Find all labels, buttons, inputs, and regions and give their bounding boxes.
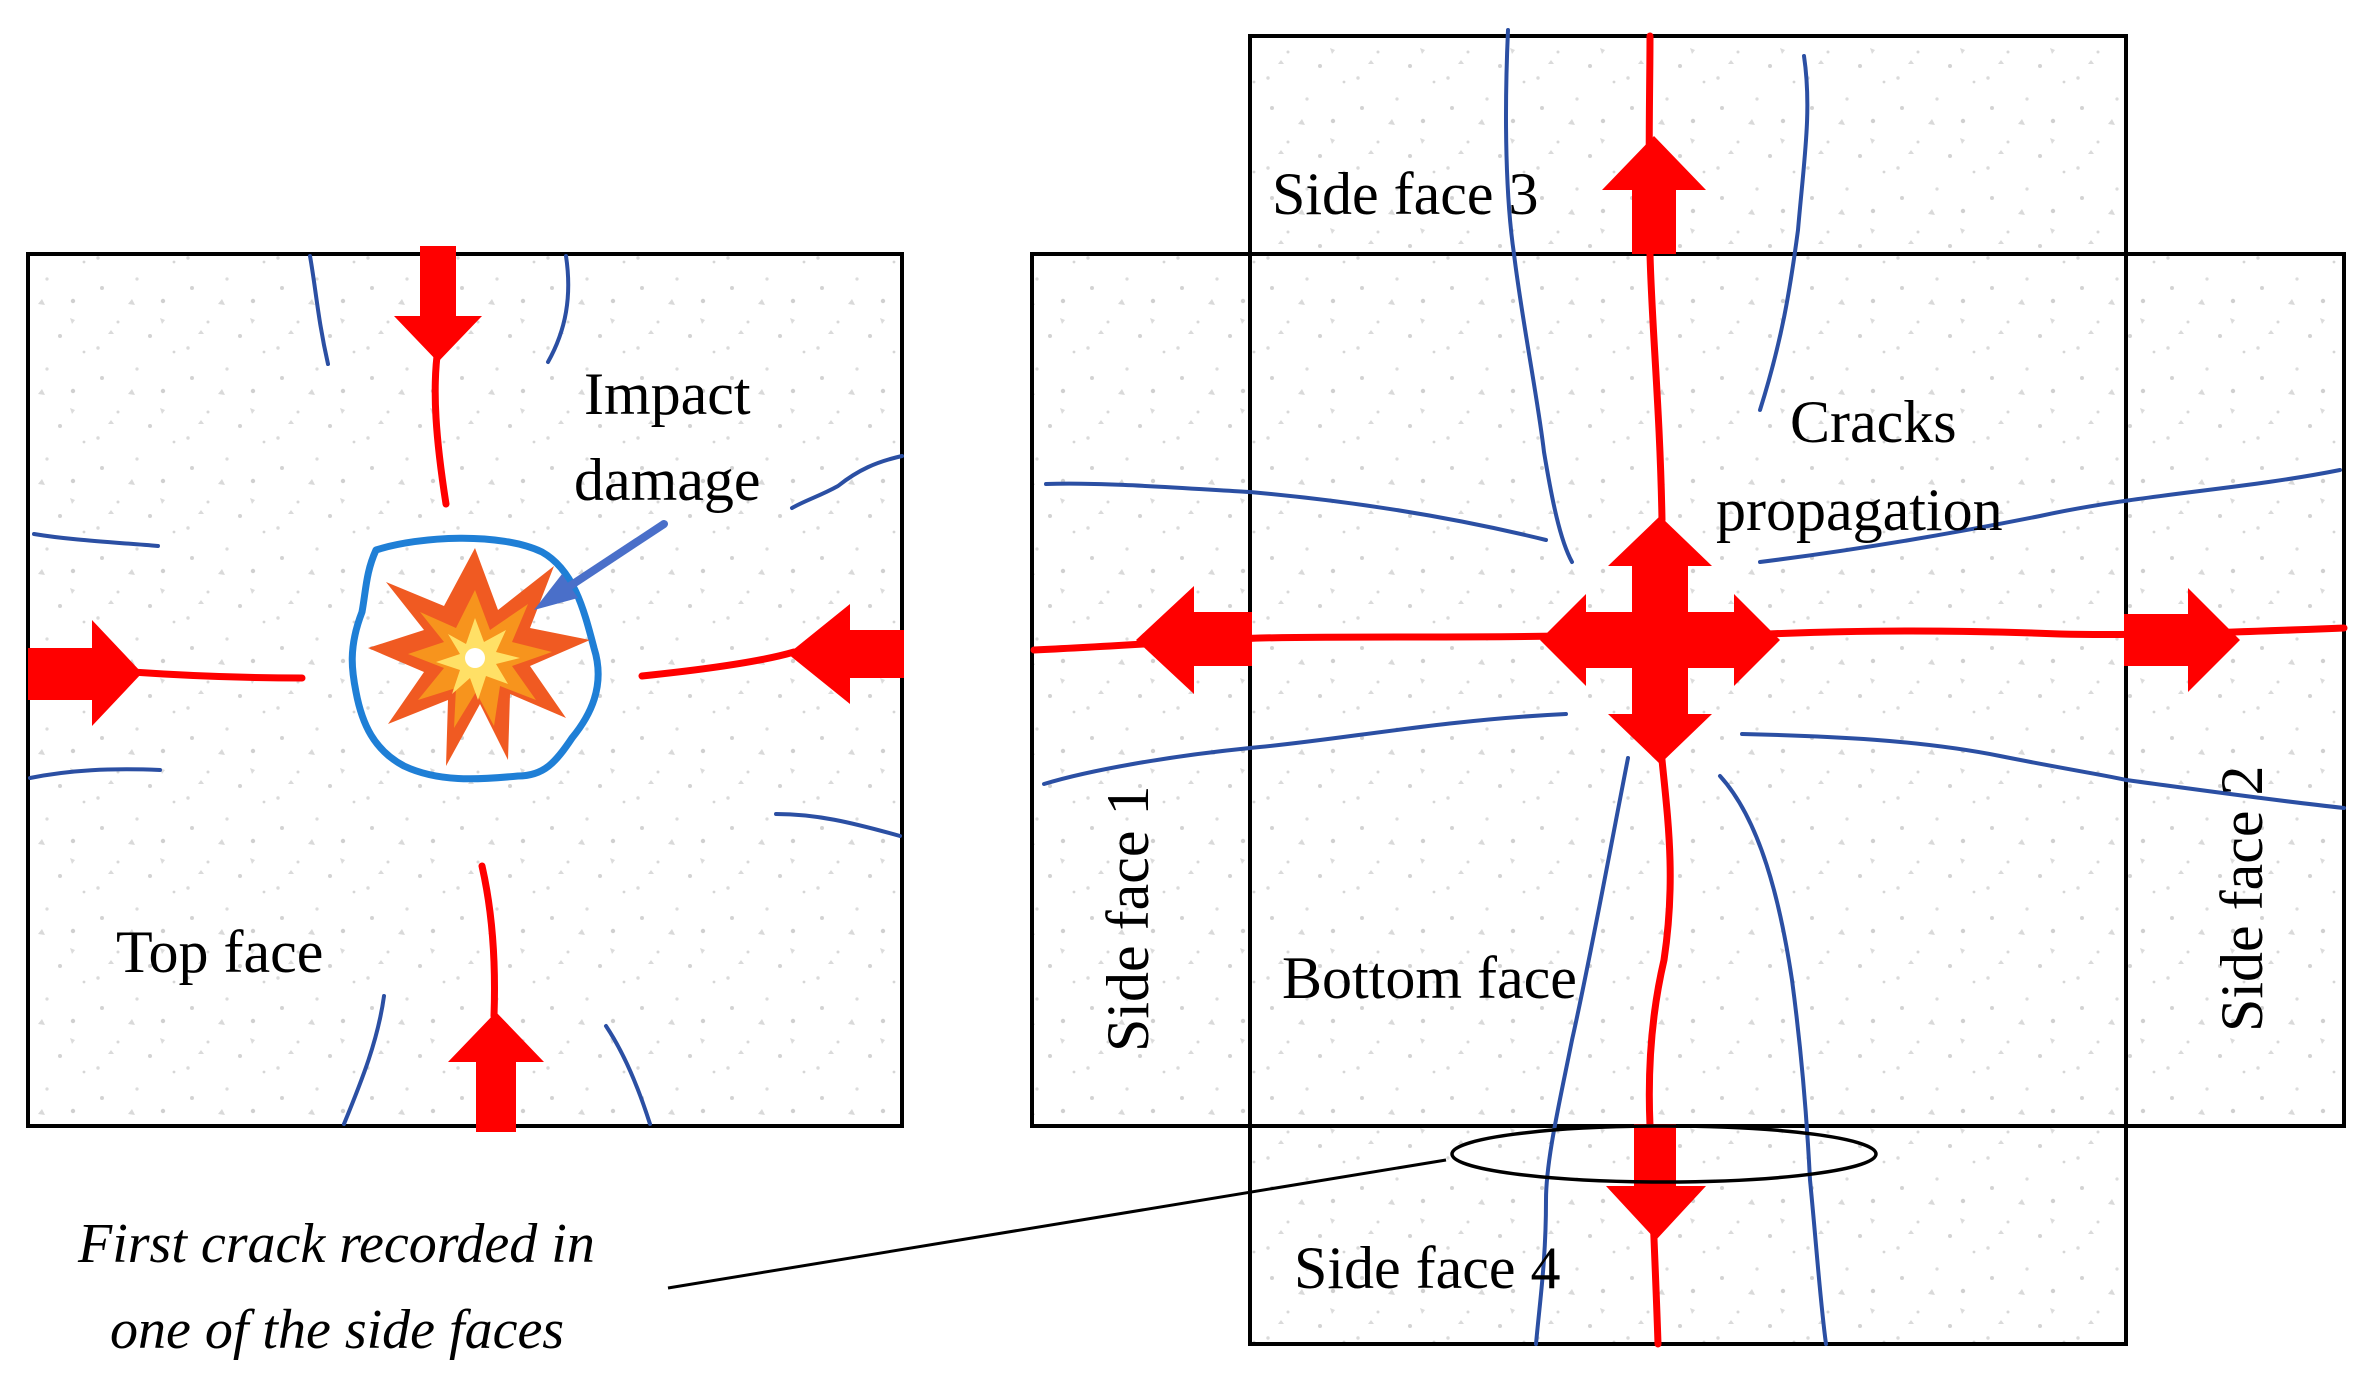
side-face-3-square: [1248, 34, 2128, 256]
top-face-red-cracks: [128, 344, 798, 1020]
unfolded-blue-cracks: [1042, 28, 2346, 1346]
explosion-burst-icon: [368, 548, 590, 766]
side-face-1-label: Side face 1: [1095, 785, 1161, 1052]
top-face-label: Top face: [116, 919, 323, 985]
side-face-2-square: [2124, 252, 2346, 1128]
bottom-face-label: Bottom face: [1282, 945, 1577, 1011]
first-crack-leader-line: [667, 1158, 1447, 1290]
impact-damage-zone: [348, 520, 668, 783]
top-face-arrows: [28, 246, 904, 1132]
top-face-panel: Impact damage Top face: [26, 246, 904, 1132]
arrow-up-icon: [1602, 136, 1706, 254]
impact-pointer-line: [566, 520, 668, 590]
first-crack-ellipse: [1450, 1124, 1878, 1184]
arrow-up-icon: [448, 1012, 544, 1132]
four-way-arrow-icon: [1540, 516, 1780, 764]
unfolded-red-cracks: [1030, 32, 2348, 1348]
first-crack-note-line1: First crack recorded in: [77, 1213, 595, 1275]
top-face-blue-cracks: [28, 254, 904, 1126]
arrow-left-icon: [788, 604, 904, 704]
side-face-3-label: Side face 3: [1272, 161, 1539, 227]
arrow-left-icon: [1136, 586, 1252, 694]
side-face-2-label: Side face 2: [2209, 765, 2275, 1032]
side-face-1-square: [1030, 252, 1252, 1128]
impact-ring: [348, 534, 602, 783]
arrow-right-icon: [28, 620, 142, 726]
cracks-label-line2: propagation: [1716, 477, 2003, 543]
first-crack-note-line2: one of the side faces: [110, 1299, 564, 1361]
impact-pointer-arrowhead: [534, 574, 578, 610]
arrow-down-icon: [394, 246, 482, 362]
unfolded-faces-panel: Side face 3 Cracks propagation Bottom fa…: [667, 28, 2348, 1348]
side-face-4-label: Side face 4: [1294, 1235, 1561, 1301]
impact-damage-label-line2: damage: [574, 447, 761, 513]
arrow-right-icon: [2124, 588, 2240, 692]
impact-damage-label-line1: Impact: [584, 361, 751, 427]
cracks-label-line1: Cracks: [1790, 389, 1957, 455]
